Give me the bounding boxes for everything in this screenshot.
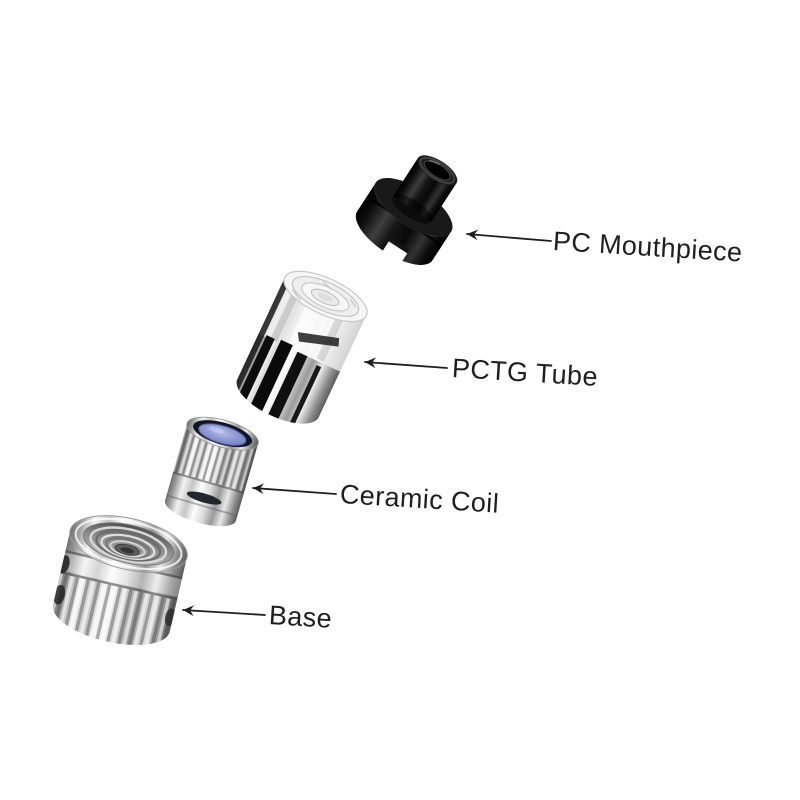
ceramic-coil-part-illustration (164, 416, 259, 527)
leader-line-coil (252, 483, 337, 495)
base-part-illustration (47, 515, 188, 655)
leader-line-base (182, 605, 266, 617)
mouthpiece-part-illustration (355, 155, 458, 268)
label-base: Base (268, 600, 333, 634)
leader-line-tube (364, 357, 448, 369)
leader-line-mouthpiece (466, 229, 552, 242)
pctg-tube-part-illustration (229, 270, 368, 435)
